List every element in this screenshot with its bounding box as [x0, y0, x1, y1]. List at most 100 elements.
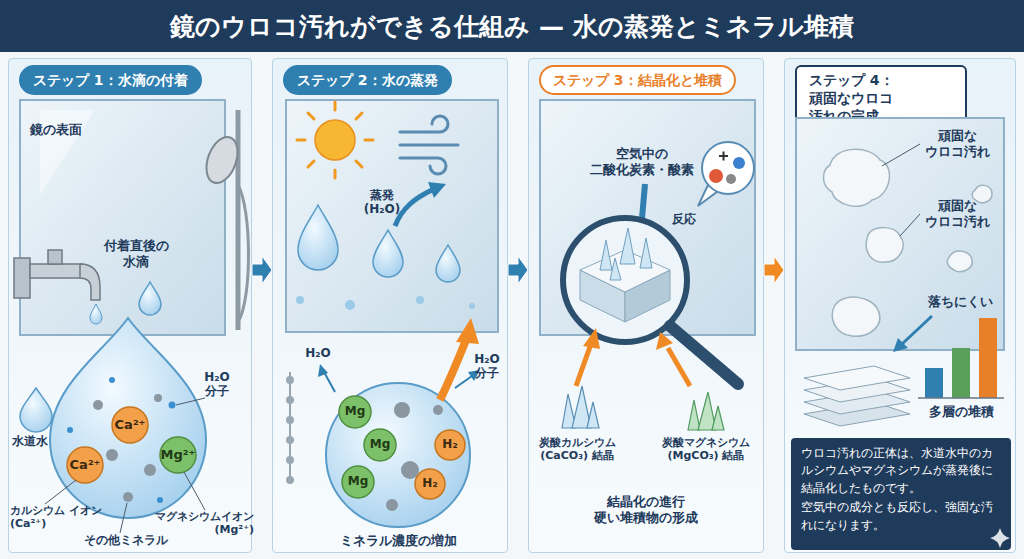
crystal	[600, 240, 612, 270]
leader-line	[882, 144, 920, 166]
small-drop	[469, 303, 475, 309]
crystal	[610, 258, 621, 280]
text-label: 蒸発 (H₂O)	[360, 188, 404, 217]
mineral-dot	[106, 449, 118, 461]
water-molecule	[157, 497, 163, 503]
text-label: Ca²⁺	[112, 417, 148, 433]
text-label: 水道水	[12, 434, 62, 448]
mineral-dot	[386, 499, 398, 511]
text-label: 炭酸カルシウム (CaCO₃) 結晶	[530, 436, 624, 462]
text-label: その他ミネラル	[84, 533, 184, 547]
text-label: カルシウム イオン (Ca²⁺)	[10, 504, 106, 530]
mineral-dot	[401, 461, 419, 479]
plus-symbol	[719, 152, 728, 161]
text-label: Ca²⁺	[67, 457, 103, 473]
water-drop	[90, 304, 102, 324]
small-drop	[345, 300, 355, 310]
concentration-circle	[326, 383, 470, 527]
step-header: ステップ 2：水の蒸発	[283, 65, 452, 95]
bar-axis	[918, 397, 1004, 399]
crystal	[640, 238, 652, 268]
text-label: マグネシウムイオン (Mg²⁺)	[146, 510, 254, 536]
text-label: H₂O 分子	[468, 352, 506, 381]
water-molecule	[67, 427, 73, 433]
sun	[315, 120, 355, 160]
bar	[952, 348, 970, 398]
pointer-arrowhead	[893, 338, 908, 352]
mirror	[20, 100, 225, 335]
wind-icon	[400, 116, 458, 174]
calcium-ion	[67, 447, 103, 483]
note-box: ウロコ汚れの正体は、水道水中のカルシウムやマグネシウムが蒸発後に結晶化したもので…	[791, 438, 1011, 550]
water-molecule	[169, 402, 176, 409]
molecule-chain	[289, 372, 291, 482]
water-drop	[373, 230, 403, 277]
text-label: 反応	[664, 212, 704, 226]
text-label: Mg²⁺	[160, 447, 196, 463]
bar	[979, 318, 997, 398]
scale-stain	[947, 251, 972, 271]
leader-line	[900, 214, 920, 236]
sun-rays	[297, 102, 373, 178]
text-label: 頑固な ウロコ汚れ	[922, 198, 992, 229]
faucet-body	[30, 264, 82, 278]
small-drop	[296, 296, 304, 304]
evaporation-arrow	[395, 190, 432, 226]
note-text: ウロコ汚れの正体は、水道水中のカルシウムやマグネシウムが蒸発後に結晶化したもので…	[801, 445, 1001, 497]
text-label: Mg	[362, 437, 398, 451]
mineral-dot	[123, 492, 133, 502]
flow-arrow	[764, 256, 784, 284]
water-drop	[298, 205, 338, 270]
text-label: 落ちにくい	[920, 294, 1000, 310]
molecule-chain-dot	[286, 476, 294, 484]
calcium-ion	[112, 407, 148, 443]
text-label: H₂	[412, 476, 448, 490]
faucet-handle	[48, 250, 62, 264]
note-text: 空気中の成分とも反応し、強固な汚れになります。	[801, 499, 1001, 534]
mineral-dot	[154, 394, 162, 402]
title-bar: 鏡のウロコ汚れができる仕組み — 水の蒸発とミネラル堆積	[0, 0, 1024, 52]
text-label: H₂	[432, 437, 468, 451]
text-label: H₂O 分子	[194, 370, 240, 399]
step-header: ステップ 3：結晶化と堆積	[539, 65, 736, 95]
text-label: 結晶化の進行 硬い堆積物の形成	[566, 494, 726, 525]
pointer-arrow	[902, 316, 932, 344]
text-label: Mg	[340, 474, 376, 488]
molecule	[733, 157, 745, 169]
molecule-chain-dot	[286, 376, 294, 384]
mirror	[286, 100, 498, 332]
water-molecule	[109, 377, 115, 383]
faucet-spout	[80, 264, 100, 300]
diagram-title: 鏡のウロコ汚れができる仕組み — 水の蒸発とミネラル堆積	[170, 10, 853, 43]
molecule	[726, 174, 736, 184]
text-label: 鏡の表面	[30, 122, 110, 138]
text-label: 付着直後の 水滴	[96, 238, 176, 269]
bar	[925, 368, 943, 398]
scale-stain	[824, 149, 890, 206]
magnesium-ion	[160, 437, 196, 473]
water-drop	[436, 245, 460, 282]
mineral-dot	[144, 464, 156, 476]
scale-stain	[832, 297, 879, 336]
molecule-chain-dot	[286, 396, 294, 404]
mirror	[796, 118, 1004, 350]
scale-stain	[866, 228, 903, 263]
text-label: ミネラル濃度の増加	[300, 533, 496, 549]
text-label: Mg	[337, 404, 373, 418]
step-header: ステップ 1：水滴の付着	[19, 65, 202, 95]
crystal	[620, 228, 635, 264]
text-label: 頑固な ウロコ汚れ	[922, 128, 992, 159]
molecule-chain-dot	[286, 416, 294, 424]
text-label: 空気中の 二酸化炭素・酸素	[582, 146, 702, 177]
evaporation-arrowhead	[428, 182, 446, 198]
mineral-dot	[433, 405, 443, 415]
mineral-dot	[93, 400, 103, 410]
small-drop	[416, 296, 424, 304]
flow-arrow	[508, 256, 528, 284]
faucet-base	[14, 258, 30, 298]
shower-head	[201, 133, 244, 188]
mineral-dot	[394, 402, 410, 418]
concentration-arrowhead	[456, 318, 479, 344]
